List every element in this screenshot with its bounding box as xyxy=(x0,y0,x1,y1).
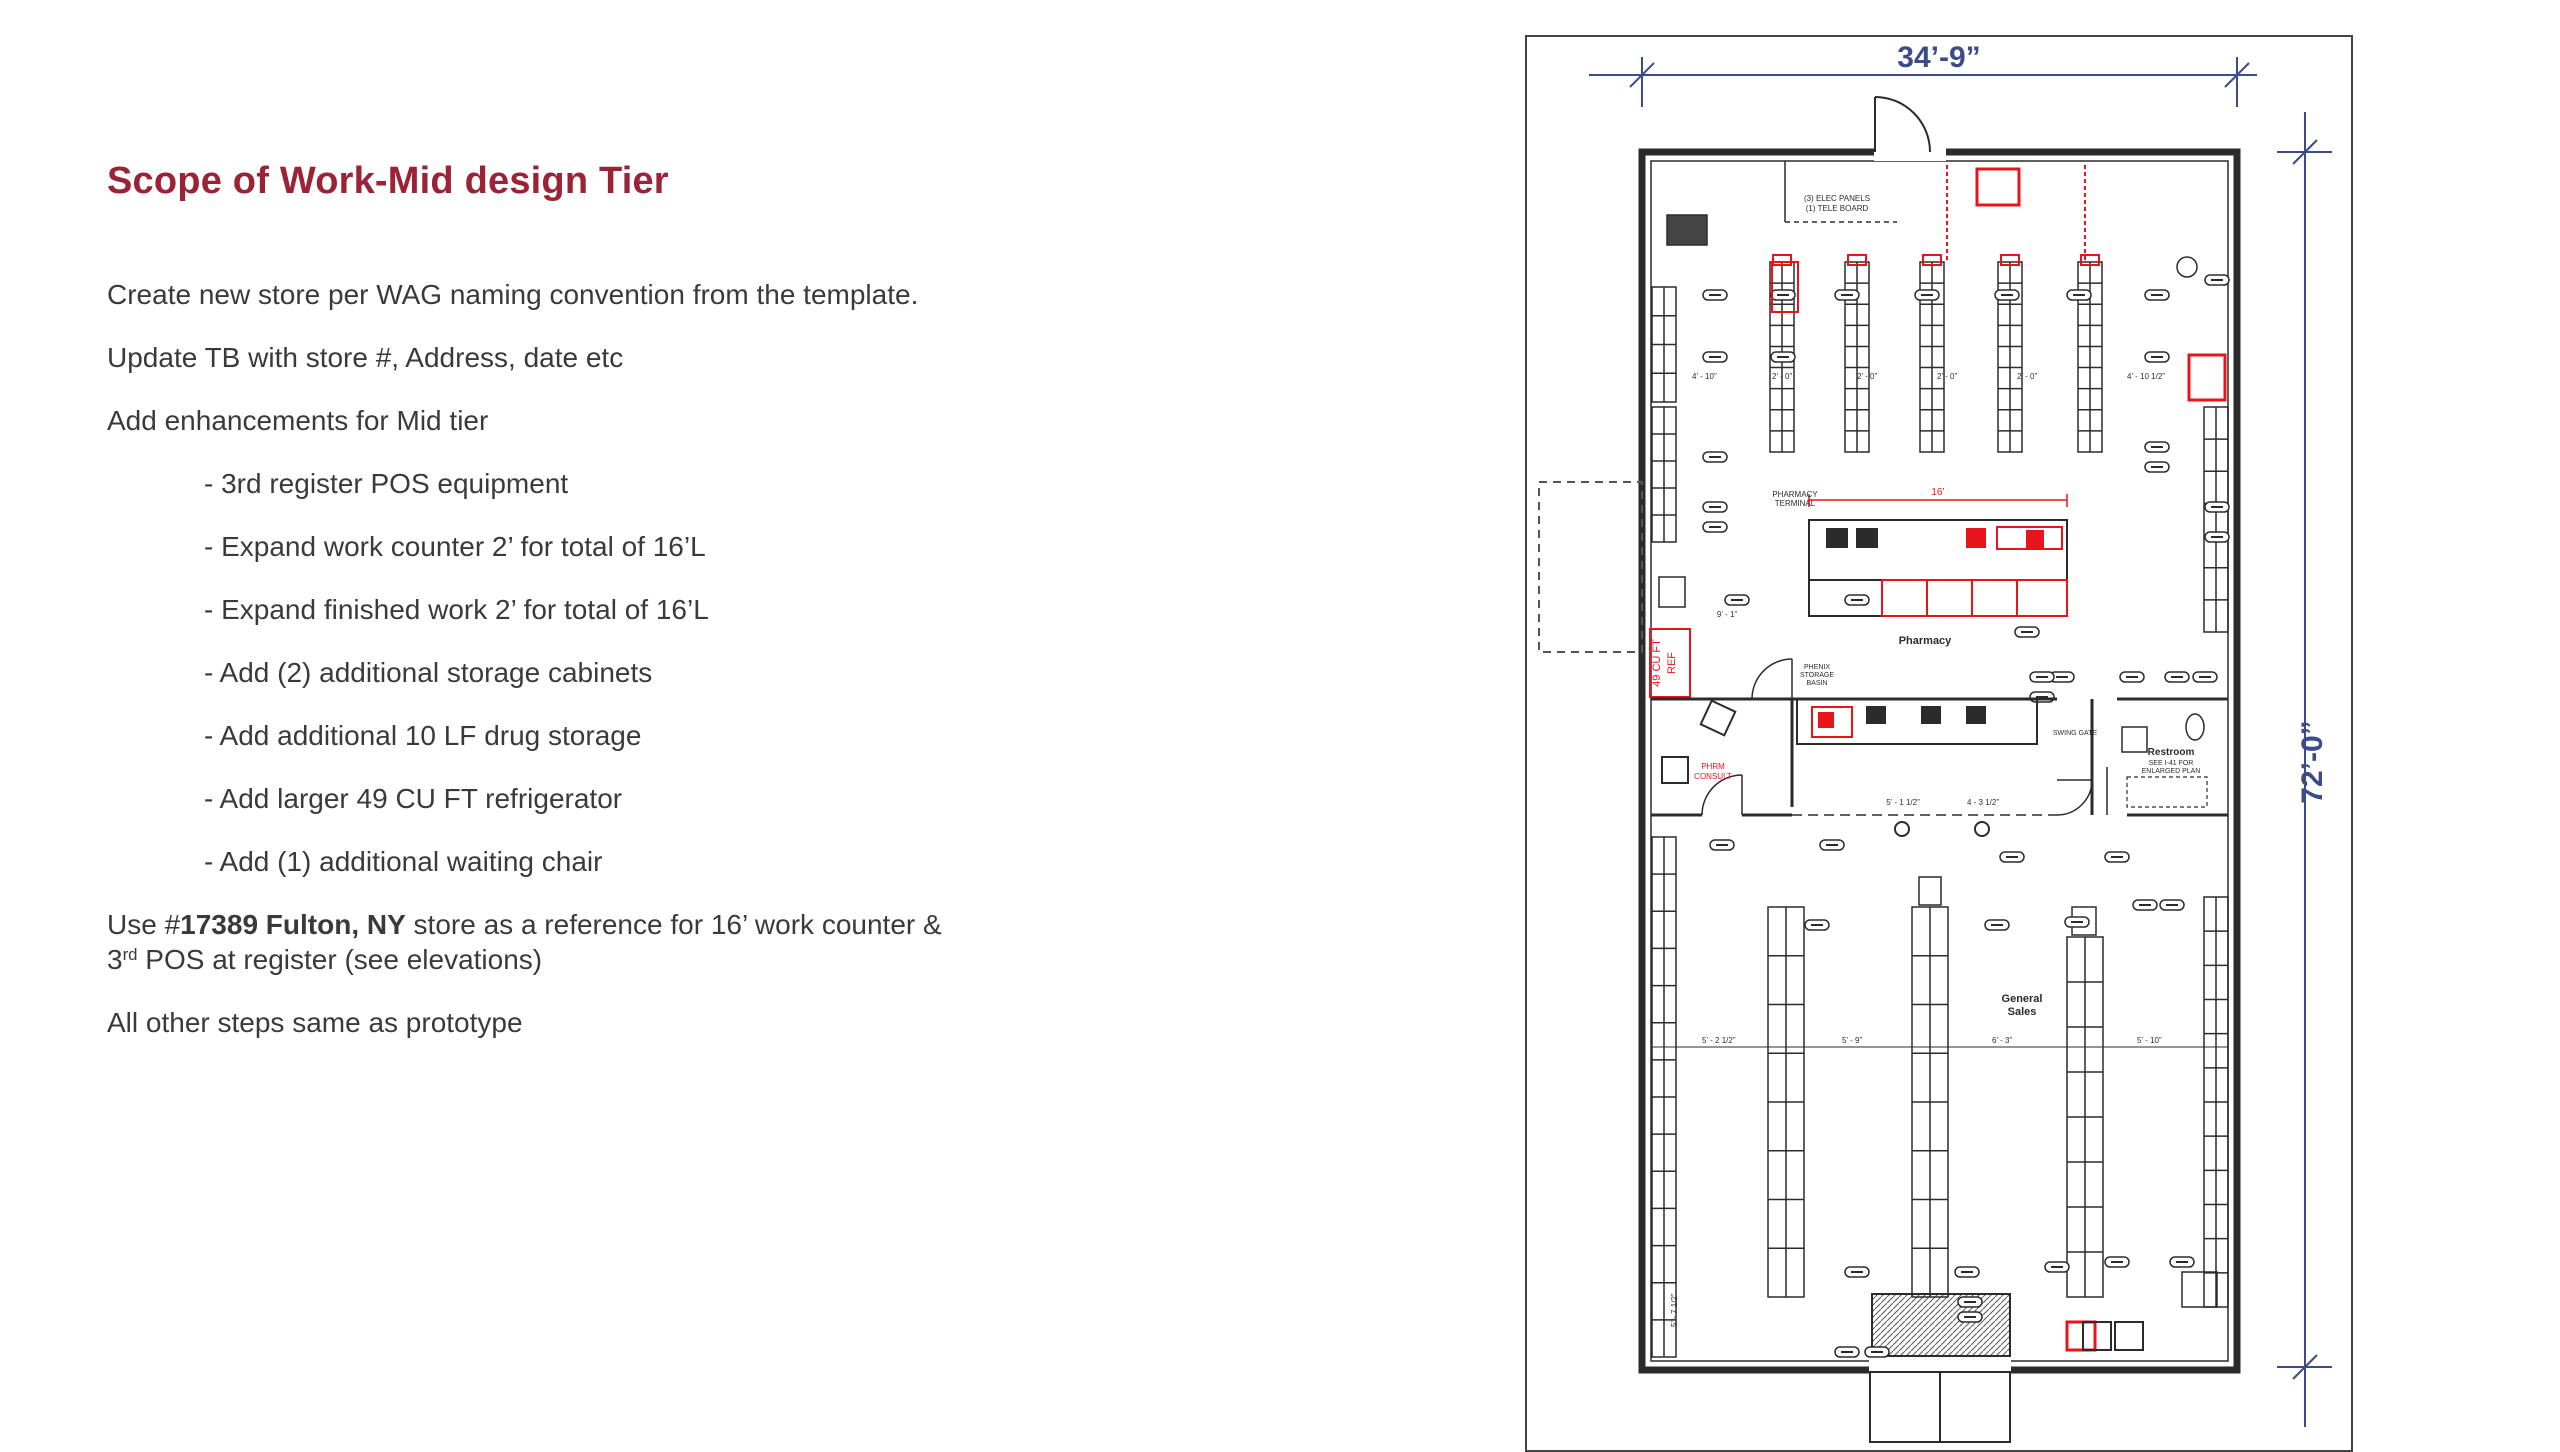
floor-plan: 34’-9” 72’-0” xyxy=(1538,41,2332,1443)
bottom-left-dim: 5’ - 7 1/2” xyxy=(1670,1293,1679,1327)
top-aisle-dim: 2’ - 0” xyxy=(2017,372,2037,381)
closing-note: All other steps same as prototype xyxy=(107,1007,523,1038)
refrigerator-label-2: REF xyxy=(1666,652,1678,674)
reference-note: Use #17389 Fulton, NY store as a referen… xyxy=(107,907,967,977)
reference-suffix: POS at register (see elevations) xyxy=(137,944,543,975)
waiting-chairs xyxy=(1661,699,2144,1351)
gondola-endcap xyxy=(1918,876,1942,906)
left-aisle-dim: 9’ - 1” xyxy=(1717,610,1737,619)
enhancement-item: - Add (1) additional waiting chair xyxy=(204,846,603,877)
pharmacy-label: Pharmacy xyxy=(1899,635,1952,647)
scope-body: Create new store per WAG naming conventi… xyxy=(107,277,967,1040)
top-aisle-dims: 4’ - 10” 2’ - 0” 2’ - 0” 2’ - 0” 2’ - 0”… xyxy=(1692,372,2165,381)
top-gondola xyxy=(1997,261,2023,453)
gondola-endcap xyxy=(2080,254,2100,266)
enhancement-item: - Add larger 49 CU FT refrigerator xyxy=(204,783,623,814)
gondola-endcap xyxy=(1847,254,1867,266)
enhancement-item: - Add (2) additional storage cabinets xyxy=(204,657,653,688)
sales-gondolas xyxy=(1767,876,2104,1298)
drop-off-counter xyxy=(1796,698,2038,837)
pharmacy-work-counter xyxy=(1808,494,2068,617)
rx-storage-label: PHENIX xyxy=(1804,664,1830,671)
general-sales-label: General xyxy=(2002,993,2043,1005)
phrm-consult-label: PHRM xyxy=(1701,762,1725,771)
sales-gondola xyxy=(1767,906,1805,1298)
restroom-label: Restroom xyxy=(2148,747,2195,758)
top-aisle-dim: 2’ - 0” xyxy=(1937,372,1957,381)
right-wall-fixtures xyxy=(2176,256,2229,1308)
intro-create-store: Create new store per WAG naming conventi… xyxy=(107,279,919,310)
pharmacy-rooms xyxy=(1651,658,2228,817)
intro-update-tb: Update TB with store #, Address, date et… xyxy=(107,342,624,373)
top-gondolas xyxy=(1769,254,2103,453)
right-wall-shelf xyxy=(2203,406,2229,633)
rx-storage-label-2: STORAGE xyxy=(1800,672,1834,679)
reference-prefix: Use # xyxy=(107,909,181,940)
gondola-endcap xyxy=(2000,254,2020,266)
top-aisle-dim: 2’ - 0” xyxy=(1772,372,1792,381)
enhancement-item: - 3rd register POS equipment xyxy=(204,468,569,499)
depth-dimension xyxy=(2277,112,2332,1427)
right-wall-cooler xyxy=(2181,1271,2218,1308)
rear-door xyxy=(1874,96,1946,161)
swing-gate-label: SWING GATE xyxy=(2053,730,2098,737)
reference-middle: store as a reference for 16’ work counte… xyxy=(107,909,942,975)
general-sales-label-2: Sales xyxy=(2008,1006,2037,1018)
depth-dimension-label: 72’-0” xyxy=(2296,720,2329,803)
reference-store: 17389 Fulton, NY xyxy=(180,909,406,940)
pharm-front-dim-2: 4 - 3 1/2” xyxy=(1967,798,1999,807)
enhancement-markers xyxy=(1649,165,2227,1352)
counter-length-label: 16’ xyxy=(1931,487,1944,498)
fixture-tags xyxy=(1702,274,2230,1358)
intro-add-enhancements: Add enhancements for Mid tier xyxy=(107,405,489,436)
enhancement-item: - Add additional 10 LF drug storage xyxy=(204,720,642,751)
top-aisle-dim: 4’ - 10 1/2” xyxy=(2127,372,2165,381)
right-wall-shelf xyxy=(2203,896,2229,1308)
sales-gondola xyxy=(1911,906,1949,1298)
sales-aisle-dim: 6’ - 3” xyxy=(1992,1036,2012,1045)
slide-title: Scope of Work-Mid design Tier xyxy=(107,160,669,202)
left-wall-sink xyxy=(1658,576,1686,608)
pharmacy-terminal-label: PHARMACY xyxy=(1772,490,1818,499)
left-wall-shelf xyxy=(1651,836,1677,1358)
sales-aisle-dim: 5’ - 9” xyxy=(1842,1036,1862,1045)
enhancement-item: - Expand work counter 2’ for total of 16… xyxy=(204,531,706,562)
left-wall-shelf xyxy=(1651,286,1677,403)
phrm-consult-label-2: CONSULT xyxy=(1694,772,1732,781)
top-aisle-dim: 4’ - 10” xyxy=(1692,372,1717,381)
left-wall-fixtures xyxy=(1651,286,1686,1358)
restroom-note-2: ENLARGED PLAN xyxy=(2142,768,2201,775)
tele-board-label: (1) TELE BOARD xyxy=(1806,204,1869,213)
floor-plan-frame: 34’-9” 72’-0” xyxy=(1525,35,2353,1452)
pharm-front-dim-1: 5’ - 1 1/2” xyxy=(1886,798,1920,807)
pharmacy-terminal-label-2: TERMINAL xyxy=(1775,499,1816,508)
exterior-equipment-pad xyxy=(1538,481,1643,653)
left-wall-shelf xyxy=(1651,406,1677,543)
width-dimension-label: 34’-9” xyxy=(1897,41,1980,74)
enhancement-item: - Expand finished work 2’ for total of 1… xyxy=(204,594,709,625)
refrigerator-label: 49 CU FT xyxy=(1651,639,1663,687)
sales-aisle-dim: 5’ - 10” xyxy=(2137,1036,2162,1045)
office-chair xyxy=(2176,256,2198,278)
enhancement-list: - 3rd register POS equipment - Expand wo… xyxy=(107,466,967,879)
elec-panels-label: (3) ELEC PANELS xyxy=(1804,194,1870,203)
electrical-room: (3) ELEC PANELS (1) TELE BOARD xyxy=(1666,161,1897,246)
top-aisle-dim: 2’ - 0” xyxy=(1857,372,1877,381)
gondola-endcap xyxy=(1922,254,1942,266)
sales-gondola xyxy=(2066,936,2104,1298)
restroom-note: SEE I-41 FOR xyxy=(2149,760,2194,767)
front-entrance xyxy=(1869,1293,2011,1443)
sales-aisle-dim: 5’ - 2 1/2” xyxy=(1702,1036,1736,1045)
sales-aisle-dims: 5’ - 2 1/2” 5’ - 9” 6’ - 3” 5’ - 10” 5’ … xyxy=(1651,1036,2228,1327)
reference-sup: rd xyxy=(122,944,138,964)
rx-storage-label-3: BASIN xyxy=(1806,680,1827,687)
width-dimension xyxy=(1589,57,2257,107)
gondola-endcap xyxy=(1772,254,1792,266)
scope-text-panel: Scope of Work-Mid design Tier Create new… xyxy=(107,160,967,1068)
